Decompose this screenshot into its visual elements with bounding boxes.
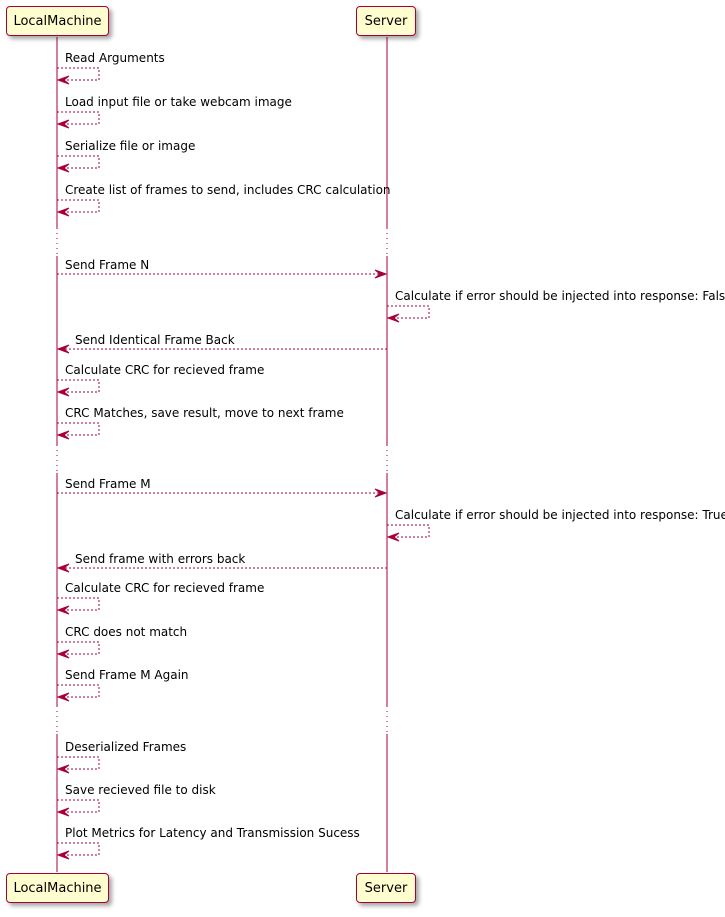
arrow-head	[56, 692, 70, 702]
arrow-head	[374, 269, 388, 279]
message-label: Calculate if error should be injected in…	[395, 289, 725, 303]
message-label: Deserialized Frames	[65, 740, 187, 754]
arrow-head	[56, 75, 70, 85]
arrow-head	[56, 387, 70, 397]
self-message-arrow	[57, 684, 100, 698]
message-label: Calculate CRC for recieved frame	[65, 363, 265, 377]
self-message-arrow	[387, 524, 430, 538]
message-label: Send frame with errors back	[75, 552, 246, 566]
participant-localmachine-top: LocalMachine	[6, 6, 109, 36]
self-message-arrow	[57, 641, 100, 655]
self-message-arrow	[57, 597, 100, 611]
participant-localmachine-bottom: LocalMachine	[6, 873, 109, 903]
arrow-head	[386, 532, 400, 542]
self-message-arrow	[57, 379, 100, 393]
arrow-head	[56, 430, 70, 440]
participant-server-bottom: Server	[356, 873, 416, 903]
arrow-head	[56, 605, 70, 615]
arrow-head	[56, 850, 70, 860]
arrow-head	[56, 807, 70, 817]
arrow-head	[56, 764, 70, 774]
arrow-head	[56, 163, 70, 173]
arrow-head	[56, 344, 70, 354]
message-label: Plot Metrics for Latency and Transmissio…	[65, 826, 360, 840]
message-label: Load input file or take webcam image	[65, 95, 292, 109]
message-label: Send Frame N	[65, 258, 150, 272]
message-label: Calculate if error should be injected in…	[395, 508, 725, 522]
self-message-arrow	[57, 111, 100, 125]
message-label: Send Identical Frame Back	[75, 333, 235, 347]
self-message-arrow	[57, 422, 100, 436]
self-message-arrow	[57, 842, 100, 856]
arrow-head	[56, 649, 70, 659]
arrow-head	[374, 488, 388, 498]
participant-server-top: Server	[356, 6, 416, 36]
message-label: Serialize file or image	[65, 139, 196, 153]
message-label: Send Frame M Again	[65, 668, 189, 682]
arrow-head	[386, 313, 400, 323]
arrow-head	[56, 563, 70, 573]
message-label: Send Frame M	[65, 477, 151, 491]
self-message-arrow	[57, 67, 100, 81]
arrow-head	[56, 207, 70, 217]
self-message-arrow	[57, 199, 100, 213]
message-label: Read Arguments	[65, 51, 165, 65]
message-label: CRC Matches, save result, move to next f…	[65, 406, 344, 420]
message-label: CRC does not match	[65, 625, 188, 639]
self-message-arrow	[57, 155, 100, 169]
self-message-arrow	[57, 799, 100, 813]
self-message-arrow	[387, 305, 430, 319]
arrow-head	[56, 119, 70, 129]
message-label: Save recieved file to disk	[65, 783, 216, 797]
message-label: Create list of frames to send, includes …	[65, 183, 391, 197]
message-label: Calculate CRC for recieved frame	[65, 581, 265, 595]
self-message-arrow	[57, 756, 100, 770]
